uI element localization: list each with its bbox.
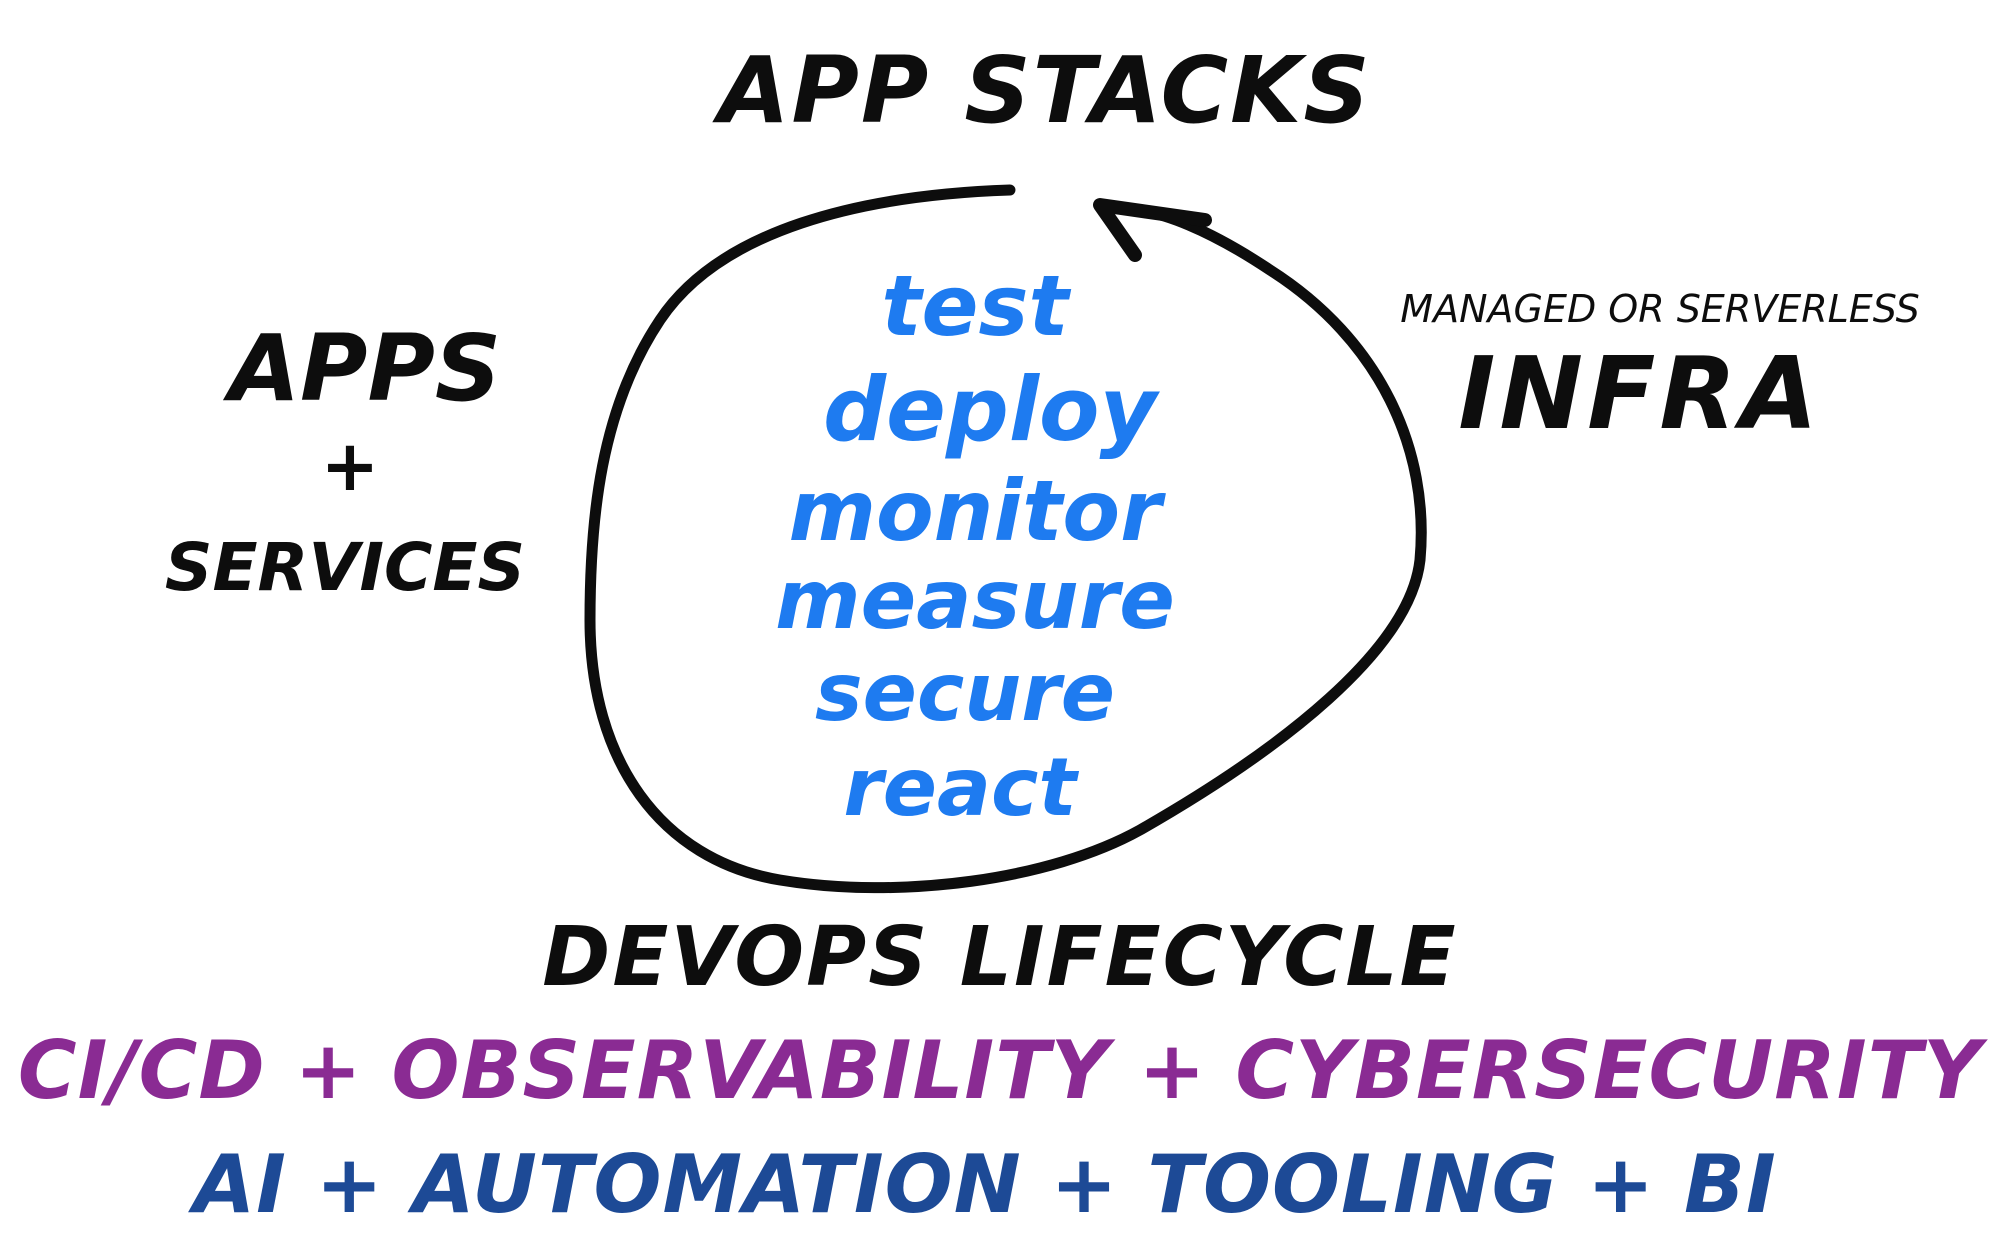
right-label-caption: MANAGED OR SERVERLESS: [1400, 287, 1919, 331]
right-label-infra: INFRA: [1458, 335, 1822, 452]
cycle-step-deploy: deploy: [823, 358, 1160, 461]
lifecycle-arrow-head: [1093, 198, 1212, 262]
cycle-step-secure: secure: [815, 646, 1115, 739]
lifecycle-loop: [584, 184, 1427, 894]
lifecycle-label: DEVOPS LIFECYCLE: [542, 910, 1457, 1005]
cycle-step-measure: measure: [775, 553, 1175, 648]
left-label-services: SERVICES: [165, 529, 525, 606]
footer-line-ai: AI + AUTOMATION + TOOLING + BI: [187, 1138, 1777, 1231]
cycle-step-monitor: monitor: [788, 462, 1166, 560]
left-label-plus: +: [321, 425, 380, 507]
footer-line-ci-cd: CI/CD + OBSERVABILITY + CYBERSECURITY: [18, 1024, 1988, 1117]
cycle-step-test: test: [881, 257, 1071, 355]
title-app-stacks: APP STACKS: [712, 37, 1371, 144]
left-label-apps: APPS: [223, 315, 501, 422]
cycle-step-react: react: [843, 741, 1079, 834]
